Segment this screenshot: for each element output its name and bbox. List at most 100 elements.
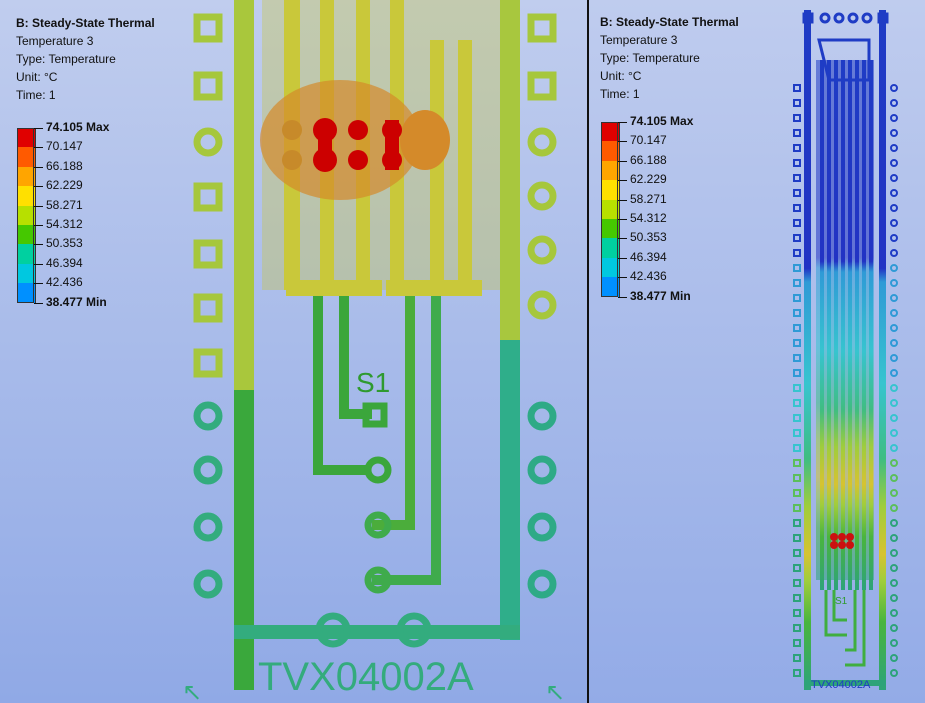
right-pad bbox=[890, 174, 898, 182]
right-pcb-plot: S1 TVX04002A bbox=[793, 10, 898, 691]
right-result-name: Temperature 3 bbox=[600, 33, 678, 47]
left-legend-label: 38.477 Min bbox=[46, 294, 107, 309]
right-pad bbox=[793, 264, 801, 272]
right-legend-label: 74.105 Max bbox=[630, 114, 694, 128]
right-pad bbox=[793, 144, 801, 152]
right-pad bbox=[890, 474, 898, 482]
left-result-name: Temperature 3 bbox=[16, 34, 94, 48]
right-type-line: Type: Temperature bbox=[600, 51, 700, 65]
right-pad bbox=[890, 129, 898, 137]
right-pad bbox=[793, 114, 801, 122]
right-pad bbox=[793, 204, 801, 212]
right-pad bbox=[890, 669, 898, 677]
left-board-label-s1: S1 bbox=[356, 367, 390, 398]
right-pad bbox=[793, 279, 801, 287]
right-pad bbox=[890, 159, 898, 167]
right-legend-label: 54.312 bbox=[630, 211, 667, 225]
left-legend-label: 46.394 bbox=[46, 255, 83, 270]
right-legend-label: 46.394 bbox=[630, 249, 667, 264]
right-pad bbox=[793, 549, 801, 557]
right-unit-line: Unit: °C bbox=[600, 69, 642, 83]
right-legend-tick bbox=[618, 199, 627, 201]
right-board-label-s1: S1 bbox=[835, 596, 848, 607]
right-pad bbox=[890, 414, 898, 422]
right-pad bbox=[890, 639, 898, 647]
right-pad bbox=[890, 369, 898, 377]
right-pad bbox=[793, 594, 801, 602]
right-pad bbox=[890, 114, 898, 122]
right-pad bbox=[890, 399, 898, 407]
right-pad bbox=[890, 189, 898, 197]
right-legend-label: 58.271 bbox=[630, 191, 667, 206]
right-pad bbox=[890, 99, 898, 107]
right-pad bbox=[793, 249, 801, 257]
right-pad bbox=[890, 489, 898, 497]
right-result-info: B: Steady-State Thermal Temperature 3 Ty… bbox=[600, 13, 739, 103]
right-legend-label: 62.229 bbox=[630, 172, 667, 187]
right-pad bbox=[890, 324, 898, 332]
right-pad bbox=[793, 504, 801, 512]
right-pad bbox=[793, 624, 801, 632]
right-pad bbox=[890, 219, 898, 227]
left-pcb-plot: S1 TVX04002A ↖ ↖ bbox=[182, 0, 565, 703]
right-pad bbox=[890, 594, 898, 602]
left-legend-tick bbox=[34, 283, 43, 285]
right-pad bbox=[793, 534, 801, 542]
right-pad bbox=[890, 264, 898, 272]
right-pad bbox=[793, 489, 801, 497]
right-pad bbox=[793, 174, 801, 182]
svg-text:↖: ↖ bbox=[545, 678, 565, 703]
left-legend-tick bbox=[34, 186, 43, 188]
right-pad bbox=[890, 504, 898, 512]
right-pad bbox=[890, 204, 898, 212]
panel-divider bbox=[587, 0, 589, 703]
left-part-number: TVX04002A bbox=[258, 655, 474, 699]
left-legend-tick bbox=[34, 128, 43, 129]
right-legend-tick bbox=[618, 180, 627, 182]
right-pad bbox=[793, 84, 801, 92]
left-legend-label: 42.436 bbox=[46, 275, 83, 290]
right-pad bbox=[793, 474, 801, 482]
left-result-info: B: Steady-State Thermal Temperature 3 Ty… bbox=[16, 14, 155, 104]
right-legend-tick bbox=[618, 141, 627, 143]
right-pad bbox=[793, 654, 801, 662]
right-pad bbox=[793, 339, 801, 347]
right-pad bbox=[793, 324, 801, 332]
right-legend-label: 42.436 bbox=[630, 269, 667, 284]
right-part-number: TVX04002A bbox=[811, 679, 871, 691]
right-pad bbox=[890, 519, 898, 527]
right-pad bbox=[890, 624, 898, 632]
right-pad bbox=[890, 354, 898, 362]
right-pad bbox=[890, 294, 898, 302]
right-pad bbox=[890, 549, 898, 557]
left-legend-tick bbox=[34, 225, 43, 226]
left-type-line: Type: Temperature bbox=[16, 52, 116, 66]
right-pad bbox=[793, 459, 801, 467]
right-legend-label: 70.147 bbox=[630, 133, 667, 148]
right-legend-tick bbox=[618, 160, 627, 162]
right-pad bbox=[793, 414, 801, 422]
left-time-line: Time: 1 bbox=[16, 88, 56, 102]
right-legend-tick bbox=[618, 296, 627, 298]
right-pad bbox=[793, 669, 801, 677]
right-pad bbox=[890, 279, 898, 287]
right-legend-label: 50.353 bbox=[630, 230, 667, 245]
left-legend-label: 62.229 bbox=[46, 178, 83, 193]
right-legend-tick bbox=[618, 238, 627, 240]
right-legend-tick bbox=[618, 219, 627, 220]
right-pad bbox=[890, 429, 898, 437]
right-viewport[interactable]: S1 TVX04002A B: Steady-State Thermal Tem… bbox=[589, 0, 925, 703]
right-pad bbox=[793, 444, 801, 452]
right-pad bbox=[890, 234, 898, 242]
left-viewport[interactable]: S1 TVX04002A ↖ ↖ B: Steady-State Thermal… bbox=[0, 0, 587, 703]
right-pad bbox=[793, 579, 801, 587]
right-pad bbox=[890, 384, 898, 392]
right-pad bbox=[890, 339, 898, 347]
left-legend-tick bbox=[34, 166, 43, 168]
left-legend-frame bbox=[17, 128, 34, 303]
right-legend-frame bbox=[601, 122, 618, 297]
left-legend-label: 74.105 Max bbox=[46, 120, 110, 134]
right-pad bbox=[890, 309, 898, 317]
left-legend-tick bbox=[34, 244, 43, 246]
right-pad bbox=[890, 564, 898, 572]
